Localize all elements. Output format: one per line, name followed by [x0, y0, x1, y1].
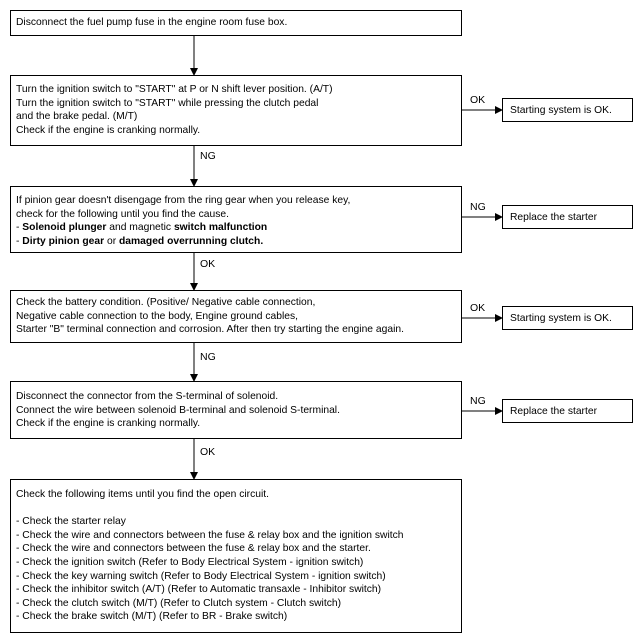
step-6-line [16, 502, 461, 516]
text-run: Disconnect the connector from the S-term… [16, 391, 279, 402]
step-box-6: Check the following items until you find… [10, 479, 462, 633]
step-2-line: Check if the engine is cranking normally… [16, 124, 461, 138]
text-run: - [16, 222, 23, 234]
step-6-line: - Check the inhibitor switch (A/T) (Refe… [16, 583, 461, 597]
text-run: If pinion gear doesn't disengage from th… [16, 195, 351, 206]
step-6-line: - Check the wire and connectors between … [16, 529, 461, 543]
text-run: Check if the engine is cranking normally… [16, 124, 201, 136]
text-run: - Check the wire and connectors between … [16, 543, 371, 555]
step-5-line: Disconnect the connector from the S-term… [16, 390, 461, 404]
step-6-line: Check the following items until you find… [16, 488, 461, 502]
side-label-1: OK [470, 94, 486, 106]
text-run: - [16, 235, 23, 247]
text-run: - Check the clutch switch (M/T) (Refer t… [16, 597, 341, 609]
text-run: - Check the brake switch (M/T) (Refer to… [16, 611, 288, 623]
step-box-4: Check the battery condition. (Positive/ … [10, 290, 462, 343]
text-run: Turn the ignition switch to "START" at P… [16, 84, 333, 95]
text-run: and the brake pedal. (M/T) [16, 111, 138, 123]
text-run: Starter "B" terminal connection and corr… [16, 324, 404, 336]
side-label-4: NG [470, 395, 486, 407]
step-3-line: If pinion gear doesn't disengage from th… [16, 194, 461, 208]
result-box-2: Replace the starter [502, 205, 633, 229]
down-label-1: NG [200, 150, 216, 162]
result-box-1: Starting system is OK. [502, 98, 633, 122]
bold-text: Solenoid plunger [22, 222, 107, 234]
down-label-4: OK [200, 446, 216, 458]
step-box-5: Disconnect the connector from the S-term… [10, 381, 462, 439]
step-6-line: - Check the clutch switch (M/T) (Refer t… [16, 597, 461, 611]
text-run: Check the battery condition. (Positive/ … [16, 297, 316, 308]
text-run: - Check the wire and connectors between … [16, 529, 404, 541]
text-run: Disconnect the fuel pump fuse in the eng… [16, 17, 288, 28]
step-1-line: Disconnect the fuel pump fuse in the eng… [16, 16, 461, 30]
text-run: - Check the key warning switch (Refer to… [16, 570, 386, 582]
step-6-line: - Check the wire and connectors between … [16, 542, 461, 556]
step-box-2: Turn the ignition switch to "START" at P… [10, 75, 462, 146]
step-4-line: Check the battery condition. (Positive/ … [16, 296, 461, 310]
step-6-line: - Check the brake switch (M/T) (Refer to… [16, 610, 461, 624]
side-label-2: NG [470, 201, 486, 213]
text-run: and magnetic [106, 222, 174, 234]
side-label-3: OK [470, 302, 486, 314]
step-box-3: If pinion gear doesn't disengage from th… [10, 186, 462, 253]
step-4-line: Negative cable connection to the body, E… [16, 310, 461, 324]
text-run: or [104, 235, 119, 247]
step-2-line: Turn the ignition switch to "START" whil… [16, 97, 461, 111]
step-5-line: Check if the engine is cranking normally… [16, 417, 461, 431]
step-6-line: - Check the ignition switch (Refer to Bo… [16, 556, 461, 570]
result-box-3: Starting system is OK. [502, 306, 633, 330]
step-6-line: - Check the key warning switch (Refer to… [16, 570, 461, 584]
text-run: Turn the ignition switch to "START" whil… [16, 97, 319, 109]
text-run: - Check the starter relay [16, 516, 126, 528]
text-run: Check the following items until you find… [16, 489, 269, 500]
down-label-2: OK [200, 258, 216, 270]
down-label-3: NG [200, 351, 216, 363]
result-box-4: Replace the starter [502, 399, 633, 423]
text-run: Check if the engine is cranking normally… [16, 418, 201, 430]
step-2-line: and the brake pedal. (M/T) [16, 110, 461, 124]
step-2-line: Turn the ignition switch to "START" at P… [16, 83, 461, 97]
bold-text: damaged overrunning clutch. [119, 235, 264, 247]
text-run: Connect the wire between solenoid B-term… [16, 404, 340, 416]
bold-text: switch malfunction [173, 222, 268, 234]
step-6-line: - Check the starter relay [16, 515, 461, 529]
step-3-line: - Solenoid plunger and magnetic switch m… [16, 221, 461, 235]
text-run: check for the following until you find t… [16, 208, 229, 220]
step-3-line: - Dirty pinion gear or damaged overrunni… [16, 235, 461, 249]
text-run: Negative cable connection to the body, E… [16, 310, 299, 322]
text-run: - Check the ignition switch (Refer to Bo… [16, 556, 364, 568]
text-run: - Check the inhibitor switch (A/T) (Refe… [16, 584, 382, 596]
step-box-1: Disconnect the fuel pump fuse in the eng… [10, 10, 462, 36]
step-3-line: check for the following until you find t… [16, 208, 461, 222]
step-5-line: Connect the wire between solenoid B-term… [16, 404, 461, 418]
bold-text: Dirty pinion gear [22, 235, 105, 247]
step-4-line: Starter "B" terminal connection and corr… [16, 323, 461, 337]
